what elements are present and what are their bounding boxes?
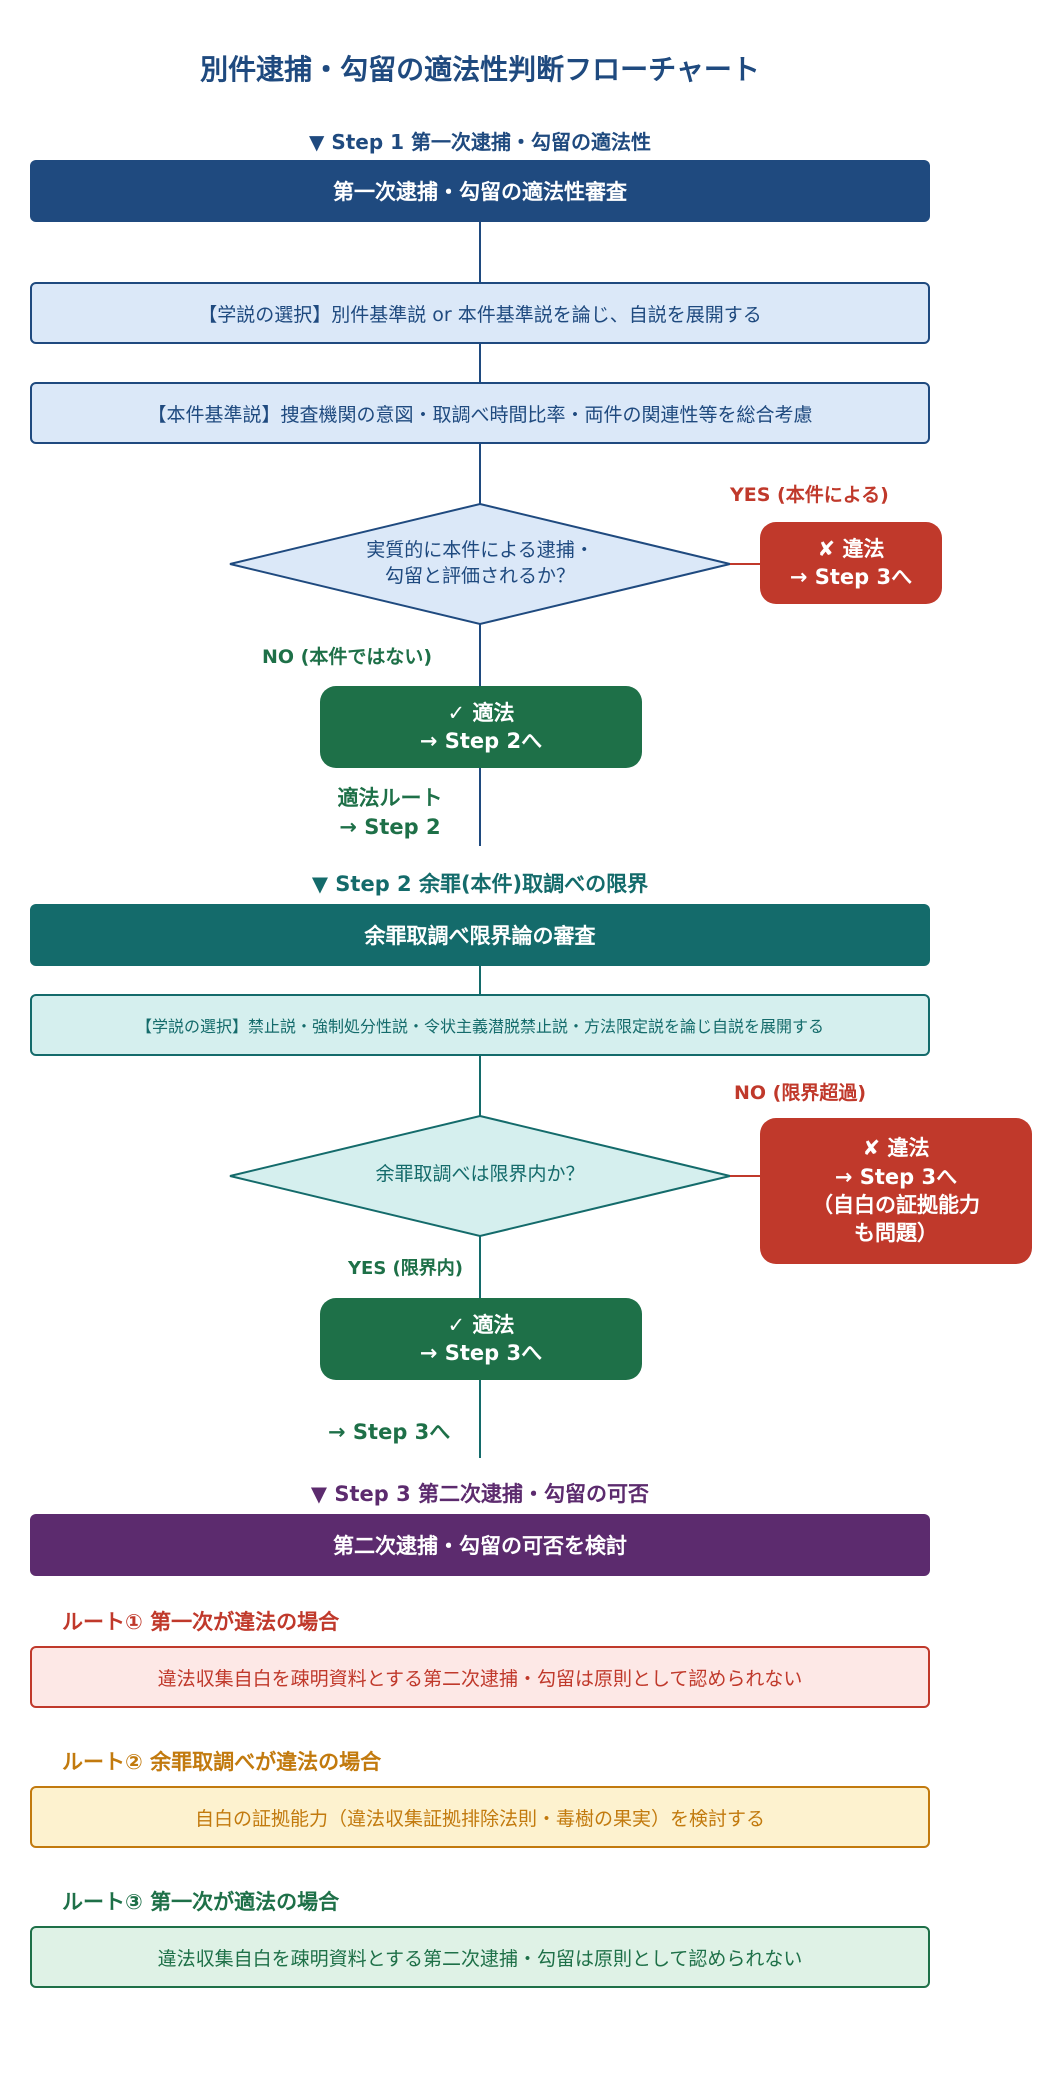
route2-heading: ルート② 余罪取調べが違法の場合: [62, 1750, 382, 1774]
step1-diamond-text: 実質的に本件による逮捕・ 勾留と評価されるか？: [300, 538, 660, 589]
step1-factors-box: 【本件基準説】捜査機関の意図・取調べ時間比率・両件の関連性等を総合考慮: [30, 382, 930, 444]
step1-theory-box: 【学説の選択】別件基準説 or 本件基準説を論じ、自説を展開する: [30, 282, 930, 344]
diamond-line: 勾留と評価されるか？: [384, 564, 575, 587]
step3-header: 第二次逮捕・勾留の可否を検討: [30, 1514, 930, 1576]
result-line: → Step 3へ: [834, 1164, 958, 1189]
result-line: （自白の証拠能力: [812, 1193, 980, 1217]
route3-heading: ルート③ 第一次が適法の場合: [62, 1890, 340, 1914]
step2-theory-box: 【学説の選択】禁止説・強制処分性説・令状主義潜脱禁止説・方法限定説を論じ自説を展…: [30, 994, 930, 1056]
route-line: 適法ルート: [337, 786, 443, 810]
step2-no-label: NO (限界超過): [734, 1082, 867, 1104]
step2-legal-result: ✓ 適法 → Step 3へ: [320, 1298, 642, 1380]
step2-yes-label: YES (限界内): [348, 1258, 464, 1279]
step1-yes-label: YES (本件による): [730, 484, 889, 506]
step2-diamond-text: 余罪取調べは限界内か？: [375, 1163, 585, 1185]
step1-legal-result: ✓ 適法 → Step 2へ: [320, 686, 642, 768]
result-line: → Step 3へ: [789, 565, 913, 589]
step3-label: ▼ Step 3 第二次逮捕・勾留の可否: [310, 1482, 650, 1506]
result-line: も問題）: [854, 1221, 938, 1246]
diamond-line: 実質的に本件による逮捕・: [366, 539, 594, 561]
step1-no-label: NO (本件ではない): [262, 646, 433, 668]
result-line: ✘ 違法: [817, 536, 885, 561]
result-line: ✓ 適法: [447, 1312, 515, 1337]
result-line: → Step 2へ: [419, 729, 543, 753]
route2-box: 自白の証拠能力（違法収集証拠排除法則・毒樹の果実）を検討する: [30, 1786, 930, 1848]
step1-header: 第一次逮捕・勾留の適法性審査: [30, 160, 930, 222]
route3-box: 違法収集自白を疎明資料とする第二次逮捕・勾留は原則として認められない: [30, 1926, 930, 1988]
step2-illegal-result: ✘ 違法 → Step 3へ （自白の証拠能力 も問題）: [760, 1118, 1032, 1264]
step1-route-label: 適法ルート → Step 2: [310, 784, 470, 843]
step1-illegal-result: ✘ 違法 → Step 3へ: [760, 522, 942, 604]
step1-label: ▼ Step 1 第一次逮捕・勾留の適法性: [308, 130, 652, 154]
step2-header: 余罪取調べ限界論の審査: [30, 904, 930, 966]
result-line: → Step 3へ: [419, 1341, 543, 1365]
route1-box: 違法収集自白を疎明資料とする第二次逮捕・勾留は原則として認められない: [30, 1646, 930, 1708]
result-line: ✘ 違法: [862, 1136, 930, 1161]
route1-heading: ルート① 第一次が違法の場合: [62, 1610, 340, 1634]
step2-label: ▼ Step 2 余罪(本件)取調べの限界: [311, 872, 649, 896]
page-title: 別件逮捕・勾留の適法性判断フローチャート: [200, 53, 760, 86]
result-line: ✓ 適法: [447, 700, 515, 725]
route-line: → Step 2: [339, 815, 441, 840]
step2-route-label: → Step 3へ: [328, 1420, 451, 1444]
